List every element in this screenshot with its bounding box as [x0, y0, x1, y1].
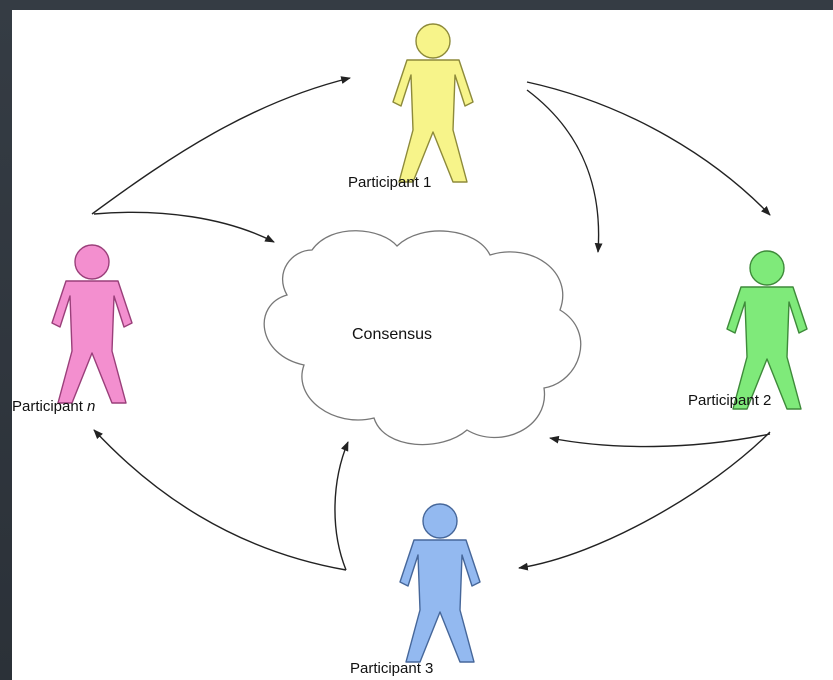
participant-body-p1 — [392, 59, 474, 183]
diagram-panel: Consensus Participant 1 Participant 2 Pa… — [12, 10, 833, 680]
participant-head-p1 — [415, 23, 451, 59]
arrow-p3-to-pn — [93, 429, 347, 571]
consensus-label: Consensus — [352, 326, 433, 343]
arrow-pn-to-p1 — [91, 76, 351, 215]
participant-1-label: Participant 1 — [348, 174, 431, 191]
participant-3-name: Participant — [350, 660, 421, 677]
participant-body-p2 — [726, 286, 808, 410]
participant-head-p3 — [422, 503, 458, 539]
participant-head-pn — [74, 244, 110, 280]
arrow-p2-to-p3 — [518, 431, 771, 571]
participant-2-label: Participant 2 — [688, 392, 771, 409]
participant-n-suffix: n — [87, 398, 96, 415]
participant-n-name: Participant — [12, 398, 83, 415]
participant-2-name: Participant — [688, 392, 759, 409]
participant-1-name: Participant — [348, 174, 419, 191]
participant-body-pn — [51, 280, 133, 404]
participant-head-p2 — [749, 250, 785, 286]
arrow-p3-to-consensus — [334, 441, 349, 571]
participant-3-label: Participant 3 — [350, 660, 433, 677]
consensus-cloud — [263, 230, 582, 446]
arrow-pn-to-consensus — [93, 211, 275, 243]
participant-n-label: Participant n — [12, 398, 95, 415]
arrow-p1-to-p2 — [526, 81, 771, 216]
participant-figure-p3 — [399, 503, 481, 663]
participant-figure-pn — [51, 244, 133, 404]
participant-2-suffix: 2 — [763, 392, 772, 409]
arrow-p1-to-consensus — [526, 89, 603, 253]
consensus-diagram — [51, 23, 808, 663]
arrow-p2-to-consensus — [549, 433, 771, 448]
participant-1-suffix: 1 — [423, 174, 432, 191]
participant-3-suffix: 3 — [425, 660, 434, 677]
participant-figure-p1 — [392, 23, 474, 183]
participant-body-p3 — [399, 539, 481, 663]
participant-figure-p2 — [726, 250, 808, 410]
